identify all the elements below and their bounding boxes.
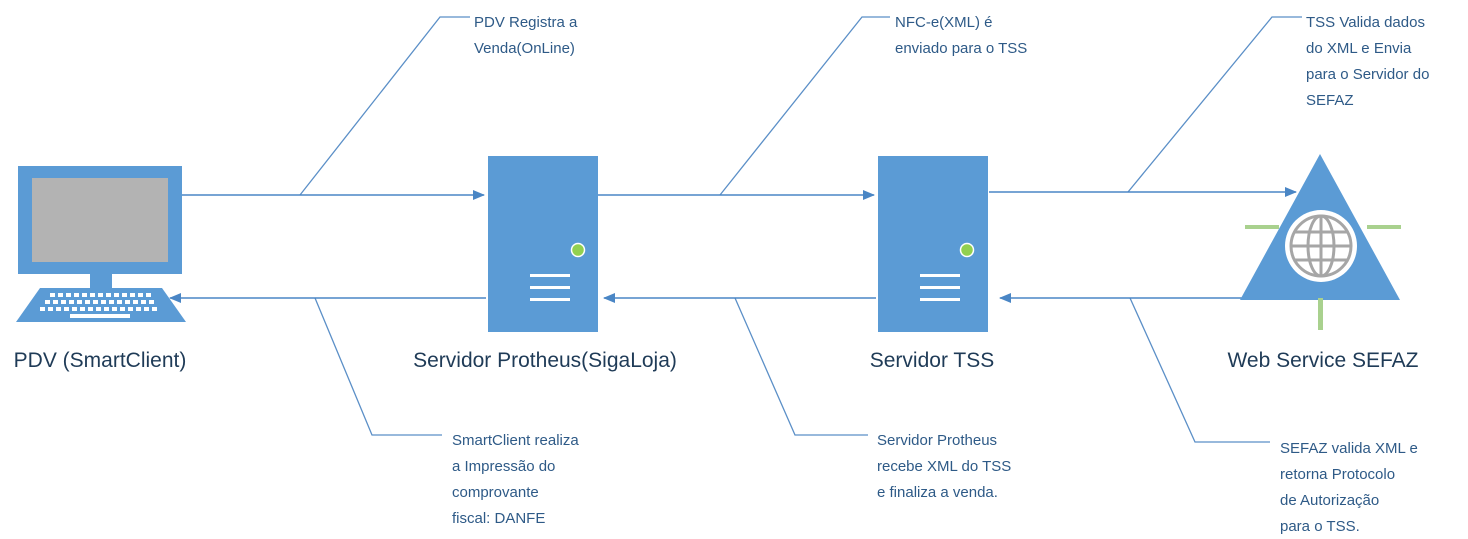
label-sefaz: Web Service SEFAZ xyxy=(1227,349,1418,372)
callout-line-top3 xyxy=(1127,16,1302,193)
note-bot3: SEFAZ valida XML e retorna Protocolo de … xyxy=(1280,440,1418,535)
note-line: retorna Protocolo xyxy=(1280,466,1395,483)
note-line: para o TSS. xyxy=(1280,518,1360,535)
server-icon xyxy=(488,156,598,332)
note-bot1: SmartClient realiza a Impressão do compr… xyxy=(452,432,579,527)
server-icon xyxy=(878,156,988,332)
note-line: e finaliza a venda. xyxy=(877,484,998,501)
callout-line-top2 xyxy=(719,16,890,196)
desktop-computer-icon xyxy=(16,166,186,322)
note-line: PDV Registra a xyxy=(474,14,578,31)
note-line: para o Servidor do xyxy=(1306,66,1429,83)
note-line: TSS Valida dados xyxy=(1306,14,1425,31)
note-line: SmartClient realiza xyxy=(452,432,579,449)
note-bot2: Servidor Protheus recebe XML do TSS e fi… xyxy=(877,432,1011,501)
note-line: recebe XML do TSS xyxy=(877,458,1011,475)
web-service-globe-icon xyxy=(1240,154,1401,330)
note-line: NFC-e(XML) é xyxy=(895,14,993,31)
note-top2: NFC-e(XML) é enviado para o TSS xyxy=(895,14,1027,57)
note-top1: PDV Registra a Venda(OnLine) xyxy=(474,14,578,57)
note-line: fiscal: DANFE xyxy=(452,510,545,527)
note-top3: TSS Valida dados do XML e Envia para o S… xyxy=(1306,14,1429,109)
note-line: comprovante xyxy=(452,484,539,501)
note-line: SEFAZ xyxy=(1306,92,1354,109)
callout-line-bot1 xyxy=(314,297,442,436)
callout-line-bot3 xyxy=(1129,297,1270,443)
label-tss: Servidor TSS xyxy=(870,349,995,372)
note-line: Servidor Protheus xyxy=(877,432,997,449)
note-line: de Autorização xyxy=(1280,492,1379,509)
label-pdv: PDV (SmartClient) xyxy=(14,349,187,372)
callout-line-bot2 xyxy=(734,297,868,436)
note-line: a Impressão do xyxy=(452,458,555,475)
callout-line-top1 xyxy=(299,16,470,196)
label-protheus: Servidor Protheus(SigaLoja) xyxy=(413,349,677,372)
note-line: Venda(OnLine) xyxy=(474,40,575,57)
note-line: enviado para o TSS xyxy=(895,40,1027,57)
note-line: SEFAZ valida XML e xyxy=(1280,440,1418,457)
note-line: do XML e Envia xyxy=(1306,40,1412,57)
